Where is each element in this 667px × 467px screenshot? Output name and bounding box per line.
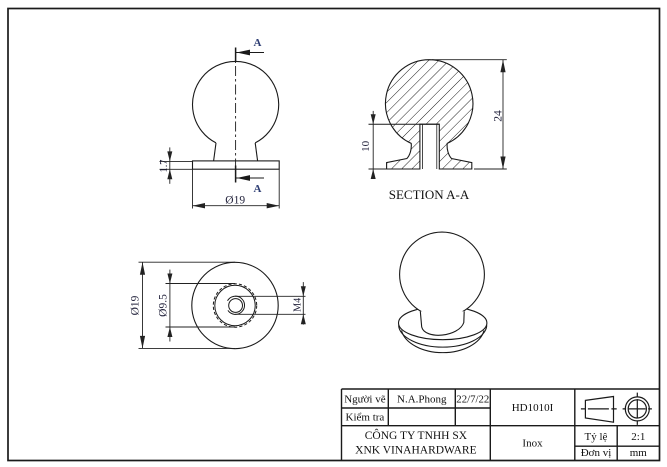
svg-text:A: A bbox=[254, 183, 262, 195]
svg-text:Tỷ lệ: Tỷ lệ bbox=[585, 431, 608, 443]
svg-text:2:1: 2:1 bbox=[631, 431, 645, 443]
svg-text:Đơn vị: Đơn vị bbox=[581, 447, 612, 459]
svg-text:mm: mm bbox=[630, 447, 648, 459]
svg-text:24: 24 bbox=[493, 110, 505, 122]
svg-text:22/7/22: 22/7/22 bbox=[456, 393, 489, 405]
svg-text:1.7: 1.7 bbox=[159, 160, 170, 173]
svg-text:Kiểm tra: Kiểm tra bbox=[346, 412, 385, 424]
svg-text:Người vẽ: Người vẽ bbox=[344, 393, 386, 405]
svg-text:XNK VINAHARDWARE: XNK VINAHARDWARE bbox=[355, 445, 477, 457]
svg-text:M4: M4 bbox=[293, 298, 304, 312]
svg-text:Inox: Inox bbox=[522, 438, 543, 450]
svg-text:A: A bbox=[254, 37, 262, 49]
svg-text:Ø19: Ø19 bbox=[225, 194, 245, 206]
svg-text:N.A.Phong: N.A.Phong bbox=[397, 393, 447, 405]
svg-text:Ø9.5: Ø9.5 bbox=[158, 294, 170, 317]
svg-text:10: 10 bbox=[360, 140, 372, 152]
svg-text:Ø19: Ø19 bbox=[129, 295, 141, 315]
svg-text:CÔNG TY TNHH SX: CÔNG TY TNHH SX bbox=[365, 428, 468, 442]
svg-text:SECTION A-A: SECTION A-A bbox=[389, 187, 470, 202]
svg-text:HD1010I: HD1010I bbox=[512, 402, 554, 414]
